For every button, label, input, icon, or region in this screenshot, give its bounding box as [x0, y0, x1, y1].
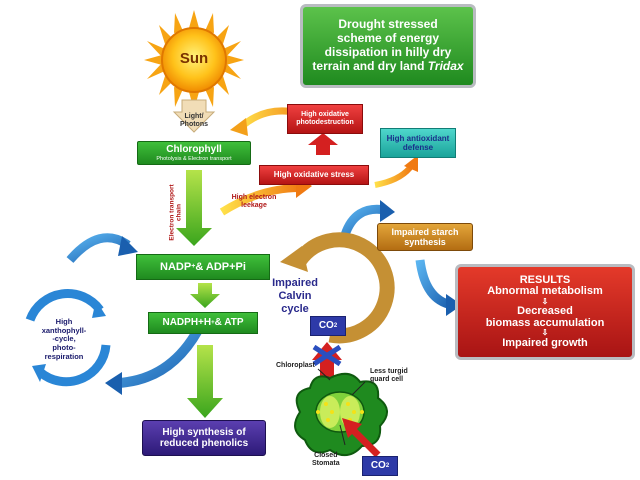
results-heading: RESULTS [519, 273, 571, 286]
red-up-arrow [308, 133, 338, 155]
title-box: Drought stressed scheme of energy dissip… [300, 4, 476, 88]
title-line-2: scheme of energy [336, 31, 440, 46]
results-line-1: Abnormal metabolism [487, 285, 603, 298]
orange-curve-leakage [219, 184, 301, 216]
results-arrow-2: ⇩ [541, 328, 549, 338]
results-box: RESULTS Abnormal metabolism ⇩ Decreased … [455, 264, 635, 360]
chlorophyll-subtitle: Photolysis & Electron transport [156, 155, 232, 162]
results-line-2: Decreased [517, 305, 573, 318]
nadp-box: NADP+ & ADP+Pi [136, 254, 270, 280]
chloroplast-pointer [317, 368, 331, 381]
nadp-down-arrow [190, 283, 220, 308]
chlorophyll-title: Chlorophyll [166, 144, 222, 156]
title-line-4: terrain and dry land Tridax [312, 58, 464, 73]
orange-curve-right [374, 163, 415, 188]
co2-diagonal-arrow [347, 424, 381, 458]
results-arrow-1: ⇩ [541, 296, 549, 306]
blue-arc-bottom [117, 327, 203, 388]
sun-icon [144, 10, 244, 110]
guard-pointer [351, 381, 366, 396]
results-line-4: Impaired growth [502, 336, 588, 349]
title-line-1: Drought stressed [338, 17, 438, 32]
stomata-leaf-icon [294, 372, 388, 457]
results-line-3: biomass accumulation [485, 316, 605, 329]
light-arrow [172, 99, 216, 133]
light-label: Light/Photons [180, 113, 208, 128]
chlorophyll-box: Chlorophyll Photolysis & Electron transp… [137, 141, 251, 165]
sun-label: Sun [179, 50, 209, 67]
chloroplast-label: Chloroplast [276, 362, 315, 369]
phenolics-arrow [187, 345, 223, 418]
title-line-3: dissipation in hilly dry [324, 45, 452, 59]
oxidative-stress-box: High oxidative stress [259, 165, 369, 185]
xanthophyll-cycle-ring [25, 289, 111, 387]
blocked-x-icon [312, 344, 342, 367]
nadph-box: NADPH+H+& ATP [148, 312, 258, 334]
stomata-pointer [339, 424, 346, 446]
chain-arrow [176, 170, 212, 246]
calvin-cycle-ring [280, 232, 395, 344]
blue-arc-top-left [66, 233, 131, 264]
